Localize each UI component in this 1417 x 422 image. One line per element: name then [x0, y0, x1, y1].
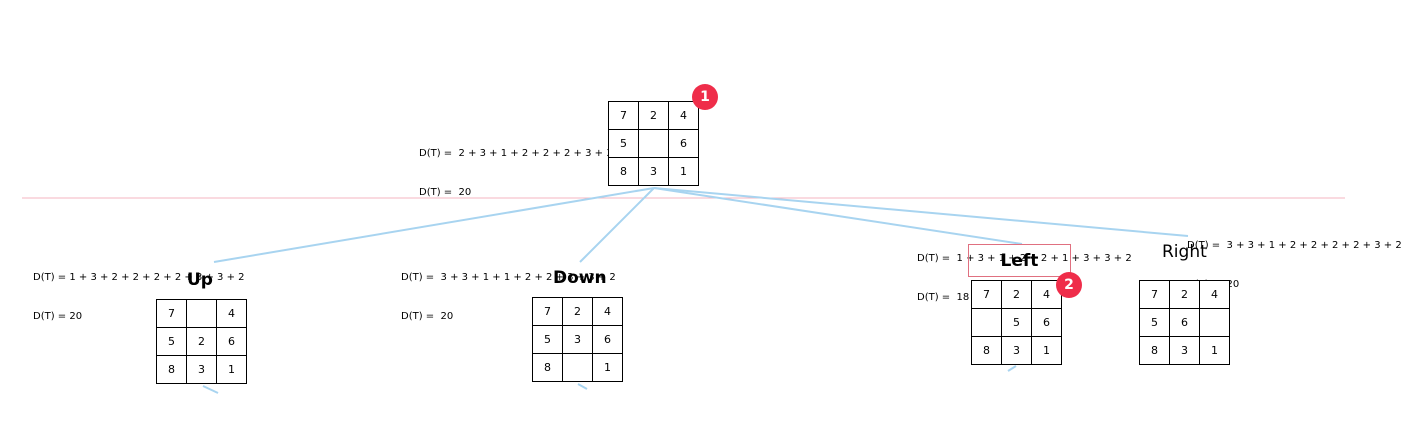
up-puzzle-grid: 7 4 5 2 6 8 3 1: [156, 299, 247, 384]
down-label: Down: [553, 268, 607, 288]
left-cell-4: 5: [1002, 309, 1032, 337]
left-cell-7: 3: [1002, 337, 1032, 365]
right-cell-1: 2: [1170, 281, 1200, 309]
root-cell-1: 2: [639, 102, 669, 130]
up-cell-3: 5: [157, 328, 187, 356]
right-formula-sum: D(T) = 3 + 3 + 1 + 2 + 2 + 2 + 2 + 3 + 2: [1187, 240, 1402, 251]
left-formula-sum: D(T) = 1 + 3 + 1 + 2 + 2 + 1 + 3 + 3 + 2: [917, 253, 1132, 264]
root-cell-6: 8: [609, 158, 639, 186]
down-cell-1: 2: [563, 298, 593, 326]
up-cell-7: 3: [187, 356, 217, 384]
root-heuristic: D(T) = 2 + 3 + 1 + 2 + 2 + 2 + 3 + 3 + 2…: [419, 121, 634, 225]
left-label: Left: [1000, 250, 1039, 271]
root-cell-2: 4: [669, 102, 699, 130]
left-cell-1: 2: [1002, 281, 1032, 309]
root-cell-5: 6: [669, 130, 699, 158]
up-cell-0: 7: [157, 300, 187, 328]
up-cell-1: [187, 300, 217, 328]
down-formula-sum: D(T) = 3 + 3 + 1 + 1 + 2 + 2 + 3 + 3 + 2: [401, 272, 616, 283]
down-cell-7: [563, 354, 593, 382]
root-formula-sum: D(T) = 2 + 3 + 1 + 2 + 2 + 2 + 3 + 3 + 2: [419, 148, 634, 159]
right-cell-0: 7: [1140, 281, 1170, 309]
left-heuristic: D(T) = 1 + 3 + 1 + 2 + 2 + 1 + 3 + 3 + 2…: [917, 226, 1132, 330]
left-cell-5: 6: [1032, 309, 1062, 337]
down-heuristic: D(T) = 3 + 3 + 1 + 1 + 2 + 2 + 3 + 3 + 2…: [401, 245, 616, 349]
up-cell-8: 1: [217, 356, 247, 384]
right-cell-4: 6: [1170, 309, 1200, 337]
up-cell-2: 4: [217, 300, 247, 328]
right-label: Right: [1162, 242, 1207, 262]
up-formula-total: D(T) = 20: [33, 311, 83, 322]
up-heuristic: D(T) = 1 + 3 + 2 + 2 + 2 + 2 + 3 + 3 + 2…: [33, 245, 245, 349]
left-cell-6: 8: [972, 337, 1002, 365]
right-cell-8: 1: [1200, 337, 1230, 365]
down-cell-4: 3: [563, 326, 593, 354]
down-cell-2: 4: [593, 298, 623, 326]
down-formula-total: D(T) = 20: [401, 311, 454, 322]
step-badge-2: 2: [1056, 272, 1082, 298]
left-cell-3: [972, 309, 1002, 337]
right-cell-7: 3: [1170, 337, 1200, 365]
left-cell-8: 1: [1032, 337, 1062, 365]
left-label-highlight: Left: [968, 244, 1071, 277]
up-formula-sum: D(T) = 1 + 3 + 2 + 2 + 2 + 2 + 3 + 3 + 2: [33, 272, 245, 283]
down-cell-3: 5: [533, 326, 563, 354]
step-badge-1: 1: [692, 84, 718, 110]
right-cell-3: 5: [1140, 309, 1170, 337]
up-cell-5: 6: [217, 328, 247, 356]
down-cell-5: 6: [593, 326, 623, 354]
root-cell-4: [639, 130, 669, 158]
left-formula-total: D(T) = 18: [917, 292, 970, 303]
right-puzzle-grid: 7 2 4 5 6 8 3 1: [1139, 280, 1230, 365]
root-cell-3: 5: [609, 130, 639, 158]
down-cell-8: 1: [593, 354, 623, 382]
up-cell-6: 8: [157, 356, 187, 384]
root-cell-7: 3: [639, 158, 669, 186]
up-cell-4: 2: [187, 328, 217, 356]
edge-down-continue: [577, 383, 588, 390]
root-formula-total: D(T) = 20: [419, 187, 472, 198]
left-puzzle-grid: 7 2 4 5 6 8 3 1: [971, 280, 1062, 365]
root-cell-8: 1: [669, 158, 699, 186]
right-cell-2: 4: [1200, 281, 1230, 309]
right-cell-6: 8: [1140, 337, 1170, 365]
down-cell-6: 8: [533, 354, 563, 382]
down-cell-0: 7: [533, 298, 563, 326]
left-cell-0: 7: [972, 281, 1002, 309]
up-label: Up: [187, 270, 213, 290]
edge-left-continue: [1007, 365, 1017, 372]
root-cell-0: 7: [609, 102, 639, 130]
edge-up-continue: [202, 385, 219, 394]
root-puzzle-grid: 7 2 4 5 6 8 3 1: [608, 101, 699, 186]
right-cell-5: [1200, 309, 1230, 337]
down-puzzle-grid: 7 2 4 5 3 6 8 1: [532, 297, 623, 382]
